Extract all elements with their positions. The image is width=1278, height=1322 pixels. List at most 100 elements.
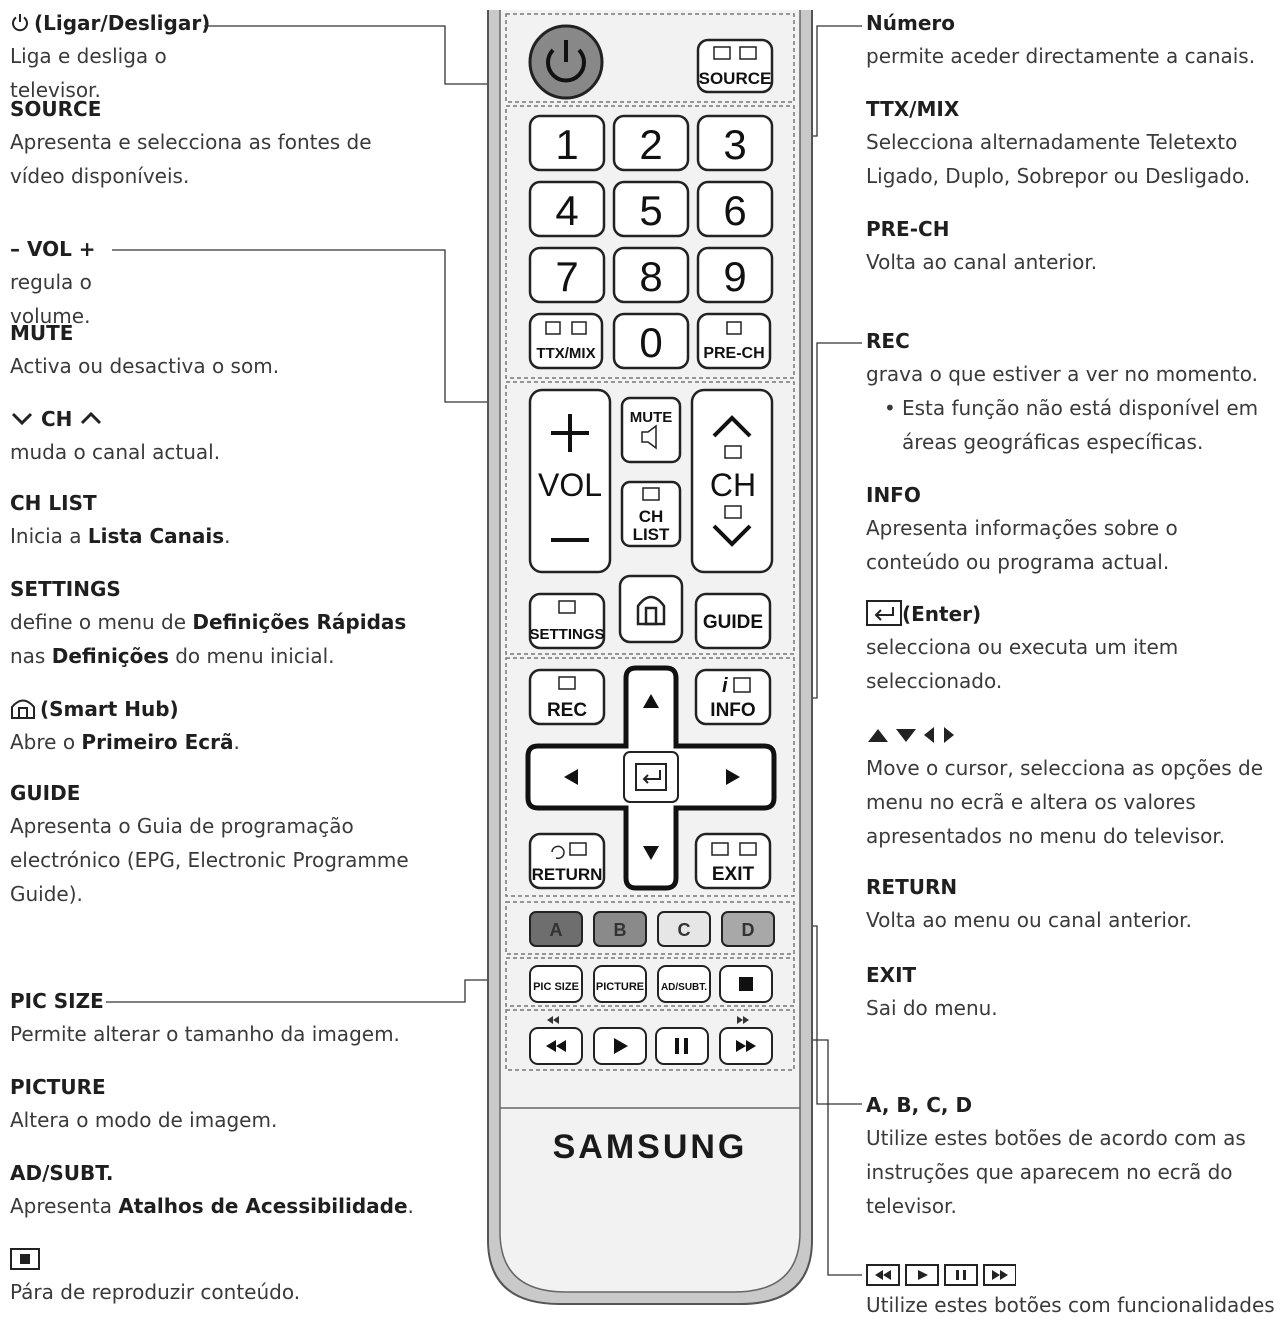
rec-button[interactable]: REC xyxy=(528,668,606,726)
svg-text:CH: CH xyxy=(639,507,664,526)
smart-hub-button[interactable] xyxy=(618,574,684,644)
svg-text:B: B xyxy=(614,920,627,940)
chevron-down-icon xyxy=(11,412,33,426)
svg-text:1: 1 xyxy=(555,121,578,168)
stop-button[interactable] xyxy=(719,965,773,1003)
digit-5-button[interactable]: 5 xyxy=(612,180,690,238)
svg-text:9: 9 xyxy=(723,253,746,300)
svg-text:SETTINGS: SETTINGS xyxy=(529,626,604,643)
svg-text:GUIDE: GUIDE xyxy=(703,612,763,633)
power-button[interactable] xyxy=(528,24,604,100)
arrows-entry: Move o cursor, selecciona as opções de m… xyxy=(866,722,1266,853)
number-keys: 1 2 3 4 5 6 7 8 9 xyxy=(528,114,774,304)
digit-6-button[interactable]: 6 xyxy=(696,180,774,238)
samsung-logo: SAMSUNG xyxy=(553,1128,748,1166)
chevron-up-icon xyxy=(81,411,102,425)
settings-button[interactable]: SETTINGS xyxy=(528,592,606,650)
digit-4-button[interactable]: 4 xyxy=(528,180,606,238)
digit-3-button[interactable]: 3 xyxy=(696,114,774,172)
prech-entry: PRE-CH Volta ao canal anterior. xyxy=(866,217,1098,274)
pause-button[interactable] xyxy=(655,1027,709,1065)
source-entry: SOURCE Apresenta e selecciona as fontes … xyxy=(10,97,372,188)
digit-8-button[interactable]: 8 xyxy=(612,246,690,304)
volume-rocker[interactable]: VOL xyxy=(528,388,612,574)
digit-0-button[interactable]: 0 xyxy=(612,312,690,370)
smarthub-entry: (Smart Hub) Abre o Primeiro Ecrã. xyxy=(10,697,240,754)
info-button[interactable]: i INFO xyxy=(694,668,772,726)
svg-text:REC: REC xyxy=(547,700,587,721)
fast-forward-button[interactable] xyxy=(719,1016,773,1065)
svg-text:INFO: INFO xyxy=(710,700,755,721)
ad-subt-button[interactable]: AD/SUBT. xyxy=(657,965,711,1003)
digit-7-button[interactable]: 7 xyxy=(528,246,606,304)
mute-button[interactable]: MUTE xyxy=(620,396,682,464)
mute-entry: MUTE Activa ou desactiva o som. xyxy=(10,321,280,378)
enter-button[interactable] xyxy=(623,751,679,803)
svg-text:EXIT: EXIT xyxy=(712,864,755,885)
exit-button[interactable]: EXIT xyxy=(694,832,772,890)
color-button-b[interactable]: B xyxy=(593,911,647,947)
picture-entry: PICTURE Altera o modo de imagem. xyxy=(10,1075,278,1132)
arrow-keys-icon xyxy=(868,727,954,743)
svg-text:5: 5 xyxy=(639,187,662,234)
source-button[interactable]: SOURCE xyxy=(696,38,774,94)
digit-1-button[interactable]: 1 xyxy=(528,114,606,172)
chlist-entry: CH LIST Inicia a Lista Canais. xyxy=(10,491,231,548)
digit-9-button[interactable]: 9 xyxy=(696,246,774,304)
return-entry: RETURN Volta ao menu ou canal anterior. xyxy=(866,875,1192,932)
exit-entry: EXIT Sai do menu. xyxy=(866,963,998,1020)
svg-text:PIC SIZE: PIC SIZE xyxy=(533,981,579,993)
color-button-a[interactable]: A xyxy=(529,911,583,947)
ch-list-button[interactable]: CH LIST xyxy=(620,480,682,548)
ttx-entry: TTX/MIX Selecciona alternadamente Telete… xyxy=(866,97,1251,188)
color-button-c[interactable]: C xyxy=(657,911,711,947)
adsubt-entry: AD/SUBT. Apresenta Atalhos de Acessibili… xyxy=(10,1161,414,1218)
svg-text:3: 3 xyxy=(723,121,746,168)
pic-size-button[interactable]: PIC SIZE xyxy=(529,965,583,1003)
guide-button[interactable]: GUIDE xyxy=(694,592,772,650)
guide-entry: GUIDE Apresenta o Guia de programação el… xyxy=(10,781,409,906)
power-icon xyxy=(12,14,28,32)
stop-icon xyxy=(10,1248,40,1270)
svg-text:C: C xyxy=(678,920,691,940)
picture-button[interactable]: PICTURE xyxy=(593,965,647,1003)
picsize-entry: PIC SIZE Permite alterar o tamanho da im… xyxy=(10,989,400,1046)
play-button[interactable] xyxy=(593,1027,647,1065)
color-button-d[interactable]: D xyxy=(721,911,775,947)
ttx-mix-button[interactable]: TTX/MIX xyxy=(528,312,604,370)
info-entry: INFO Apresenta informações sobre o conte… xyxy=(866,483,1178,574)
svg-text:PRE-CH: PRE-CH xyxy=(703,345,764,362)
svg-text:LIST: LIST xyxy=(633,525,670,544)
stop-entry: Pára de reproduzir conteúdo. xyxy=(10,1246,430,1309)
svg-text:CH: CH xyxy=(710,467,756,503)
enter-icon xyxy=(866,600,902,626)
svg-text:D: D xyxy=(742,920,755,940)
home-icon xyxy=(11,699,35,719)
power-entry: (Ligar/Desligar) Liga e desliga o televi… xyxy=(10,11,211,102)
settings-entry: SETTINGS define o menu de Definições Ráp… xyxy=(10,577,407,668)
svg-text:4: 4 xyxy=(555,187,578,234)
number-entry: Número permite aceder directamente a can… xyxy=(866,11,1256,68)
svg-text:TTX/MIX: TTX/MIX xyxy=(536,345,595,362)
svg-text:6: 6 xyxy=(723,187,746,234)
vol-entry: – VOL + regula o volume. xyxy=(10,237,96,328)
svg-text:VOL: VOL xyxy=(538,467,602,503)
pre-ch-button[interactable]: PRE-CH xyxy=(696,312,772,370)
rewind-button[interactable] xyxy=(529,1016,583,1065)
svg-text:PICTURE: PICTURE xyxy=(596,981,644,993)
digit-2-button[interactable]: 2 xyxy=(612,114,690,172)
svg-text:A: A xyxy=(550,920,563,940)
svg-text:SOURCE: SOURCE xyxy=(699,69,772,88)
svg-text:MUTE: MUTE xyxy=(630,409,673,426)
svg-text:7: 7 xyxy=(555,253,578,300)
svg-text:RETURN: RETURN xyxy=(532,865,603,884)
svg-text:2: 2 xyxy=(639,121,662,168)
return-button[interactable]: RETURN xyxy=(528,832,606,890)
channel-rocker[interactable]: CH xyxy=(690,388,774,574)
rec-entry: REC grava o que estiver a ver no momento… xyxy=(866,328,1271,459)
svg-text:8: 8 xyxy=(639,253,662,300)
svg-text:0: 0 xyxy=(639,319,662,366)
abcd-entry: A, B, C, D Utilize estes botões de acord… xyxy=(866,1093,1246,1218)
ch-entry: CH muda o canal actual. xyxy=(10,407,221,464)
